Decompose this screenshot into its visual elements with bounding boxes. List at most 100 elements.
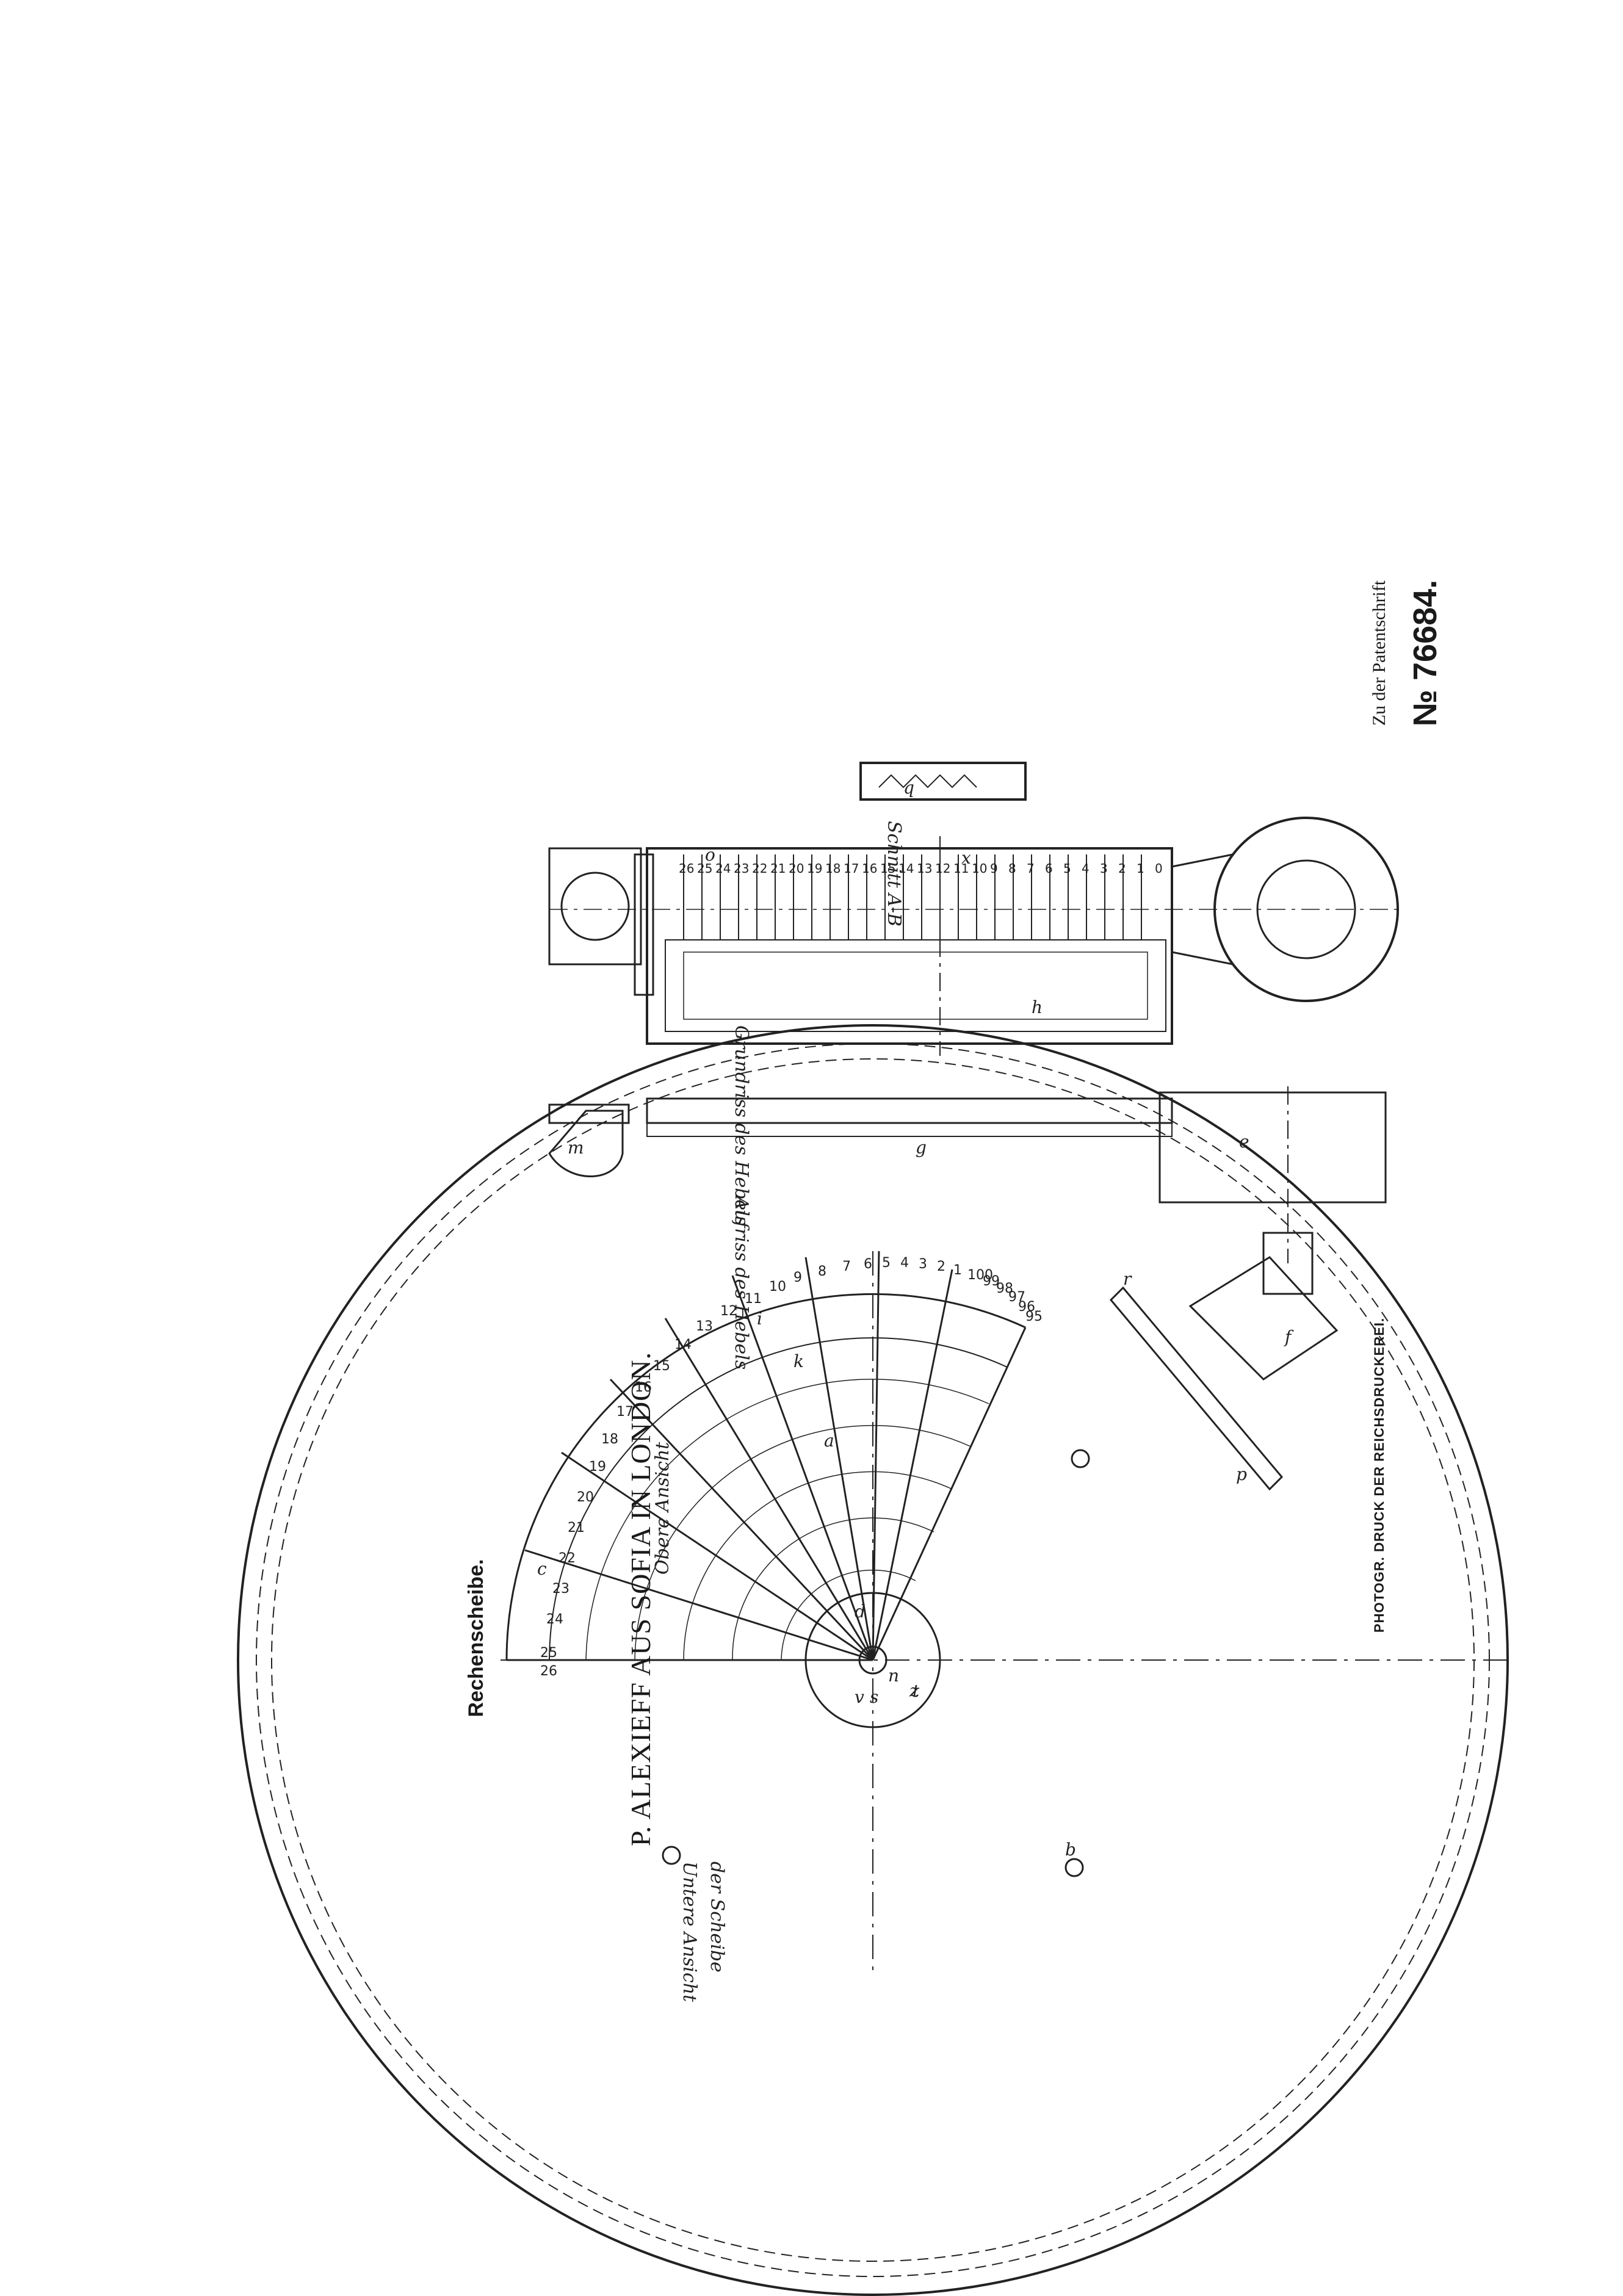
disc-number: 97: [1008, 1290, 1025, 1305]
author-line: P. ALEXIEFF AUS SOFIA IN LONDON.: [625, 1351, 656, 1847]
disc-number: 1: [953, 1263, 962, 1278]
part-letter: k: [793, 1351, 804, 1371]
disc-number: 24: [546, 1612, 563, 1627]
part-letter: n: [888, 1666, 899, 1686]
lever-number: 19: [807, 861, 822, 876]
caption-lower-view-2: der Scheibe: [706, 1861, 728, 1973]
part-letter: o: [705, 845, 715, 865]
part-letter: s: [870, 1687, 878, 1707]
lever-number: 22: [752, 861, 767, 876]
lever-number: 14: [898, 861, 914, 876]
subtitle: Rechenscheibe.: [464, 1559, 488, 1717]
part-letter: z: [909, 1681, 919, 1701]
lever-number: 11: [953, 861, 969, 876]
caption-plan: Grundriss des Hebels: [731, 1025, 752, 1226]
disc-number: 99: [983, 1274, 1000, 1289]
lever-number: 5: [1063, 861, 1071, 876]
lever-number: 15: [880, 861, 895, 876]
disc-number: 9: [793, 1270, 802, 1285]
disc-number: 25: [540, 1645, 557, 1661]
lever-number: 23: [734, 861, 749, 876]
part-letter: c: [537, 1559, 547, 1579]
disc-number: 18: [601, 1432, 618, 1447]
lever-scale-numbers: 26 25 24 23 22 21 20 19 18 17 16 15 14 1…: [679, 861, 1163, 876]
section-a-b: [859, 762, 1027, 801]
calculating-disc: [237, 1024, 1514, 2296]
disc-number: 23: [552, 1581, 569, 1597]
caption-upper-view: Obere Ansicht: [652, 1442, 673, 1575]
disc-number: 5: [882, 1255, 891, 1271]
part-letter: m: [568, 1138, 584, 1158]
disc-number: 20: [577, 1490, 594, 1505]
lever-number: 12: [935, 861, 950, 876]
lever-number: 20: [789, 861, 804, 876]
disc-number: 16: [635, 1380, 652, 1395]
part-letter: q: [903, 778, 914, 798]
part-letter: d: [855, 1601, 866, 1622]
lever-number: 17: [844, 861, 859, 876]
part-letter: x: [961, 848, 971, 868]
disc-number: 2: [937, 1259, 945, 1274]
disc-number: 95: [1025, 1309, 1043, 1324]
pointer-detail: [1109, 1215, 1339, 1491]
disc-number: 4: [900, 1255, 909, 1271]
part-letter: a: [824, 1431, 834, 1451]
lever-number: 16: [862, 861, 877, 876]
disc-number: 10: [769, 1279, 786, 1294]
disc-number: 98: [996, 1281, 1013, 1296]
caption-lower-view-1: Untere Ansicht: [679, 1861, 700, 2002]
lever-number: 10: [972, 861, 987, 876]
disc-number: 3: [919, 1257, 927, 1272]
figure-captions: Obere Ansicht Untere Ansicht der Scheibe…: [652, 821, 905, 2002]
lever-number: 8: [1008, 861, 1016, 876]
lever-number: 6: [1045, 861, 1053, 876]
lever-number: 18: [825, 861, 840, 876]
lever-elevation: [548, 1086, 1387, 1221]
disc-number: 96: [1018, 1299, 1035, 1315]
patent-label: Zu der Patentschrift: [1369, 580, 1389, 726]
lever-number: 3: [1100, 861, 1108, 876]
printer-credit: PHOTOGR. DRUCK DER REICHSDRUCKEREI.: [1372, 1317, 1387, 1633]
lever-number: 25: [697, 861, 712, 876]
disc-number: 17: [616, 1404, 634, 1420]
part-letter: i: [757, 1309, 762, 1329]
disc-number: 6: [864, 1257, 872, 1272]
disc-number: 26: [540, 1664, 557, 1679]
lever-number: 24: [715, 861, 731, 876]
part-letter: r: [1123, 1269, 1132, 1289]
patent-number: № 76684.: [1407, 579, 1444, 727]
part-letters: a b c d e f g h i k m n o p q r s t v x …: [537, 778, 1294, 1860]
disc-number: 12: [720, 1304, 737, 1319]
disc-number: 22: [558, 1551, 576, 1566]
part-letter: b: [1065, 1839, 1076, 1860]
disc-number: 8: [818, 1264, 826, 1279]
disc-number: 13: [696, 1319, 713, 1334]
part-letter: g: [916, 1138, 927, 1158]
disc-number: 15: [653, 1359, 670, 1374]
caption-section: Schnitt A-B: [883, 821, 905, 926]
part-letter: h: [1032, 997, 1043, 1017]
part-letter: t: [913, 1681, 920, 1701]
lever-number: 1: [1137, 861, 1144, 876]
part-letter: f: [1284, 1327, 1294, 1347]
lever-plan: [548, 817, 1404, 1056]
lever-number: 4: [1082, 861, 1090, 876]
disc-number: 7: [842, 1259, 851, 1274]
lever-number: 26: [679, 861, 694, 876]
lever-number: 2: [1118, 861, 1126, 876]
disc-number: 19: [589, 1459, 606, 1475]
part-letter: p: [1236, 1464, 1247, 1484]
caption-elevation: Aufriss des Hebels: [731, 1194, 752, 1370]
disc-number: 14: [674, 1337, 692, 1352]
lever-number: 0: [1155, 861, 1163, 876]
disc-number: 100: [967, 1268, 993, 1283]
disc-number: 21: [568, 1520, 585, 1536]
part-letter: v: [855, 1687, 864, 1707]
disc-scale-numbers: 25 26 24 23 22 21 20 19 18 17 16 15 14 1…: [540, 1255, 1043, 1679]
disc-number: 11: [745, 1291, 762, 1307]
lever-number: 13: [917, 861, 932, 876]
lever-number: 7: [1027, 861, 1035, 876]
lever-number: 21: [770, 861, 786, 876]
